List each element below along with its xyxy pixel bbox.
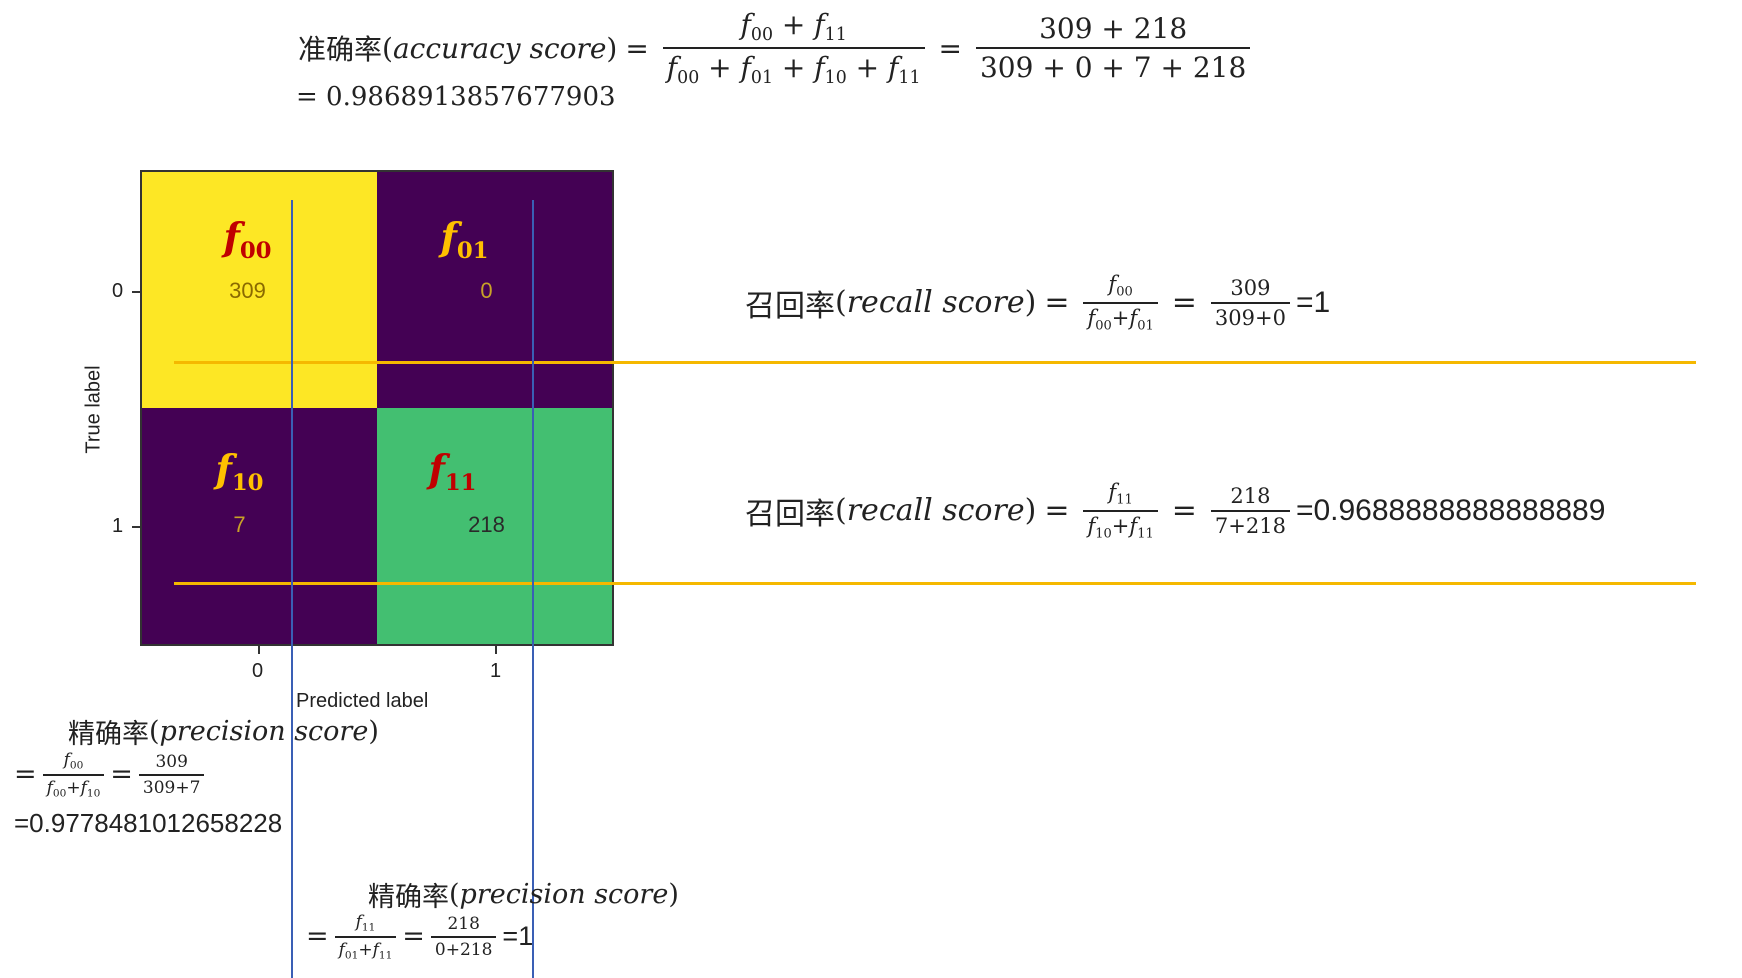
precision-0-formula: = f00 f00+f10 = 309 309+7 [14,750,210,799]
recall-0-label-cn: 召回率 [745,288,835,324]
precision-0-result: =0.9778481012658228 [14,808,283,838]
recall-1-value-denominator: 7+218 [1210,509,1290,538]
cell-01-value: 0 [480,278,493,303]
accuracy-label-cn: 准确率 [298,33,383,67]
recall-1-formula: 召回率 (recall score) = f11 f10+f11 = 218 7… [745,480,1606,542]
recall-0-symbolic-fraction: f00 f00+f01 [1083,272,1158,333]
row-0-guide-line [174,361,1696,364]
accuracy-value-denominator: 309 + 0 + 7 + 218 [975,47,1251,84]
accuracy-value-fraction: 309 + 218 309 + 0 + 7 + 218 [975,12,1251,84]
x-tick-label-0: 0 [252,660,264,682]
precision-1-value-denominator: 0+218 [430,935,497,960]
accuracy-formula: 准确率 (accuracy score) = f00 + f11 f00 + f… [298,8,1256,88]
accuracy-result: = 0.9868913857677903 [296,82,616,112]
y-tick-label-0: 0 [112,280,124,302]
recall-0-value-numerator: 309 [1230,275,1271,300]
cell-00-label: f00 [223,214,272,264]
cell-11-value: 218 [468,512,505,537]
x-tick-mark-1 [495,646,497,654]
cell-00-value: 309 [229,278,266,303]
y-tick-mark-0 [132,291,140,293]
precision-0-value-numerator: 309 [155,751,188,772]
recall-1-label-cn: 召回率 [745,496,835,532]
recall-1-result: =0.9688888888888889 [1295,493,1606,527]
cell-11: f11 218 [377,408,612,644]
precision-1-value-fraction: 218 0+218 [430,913,497,960]
recall-0-value-denominator: 309+0 [1210,301,1290,330]
precision-0-value-denominator: 309+7 [138,773,205,798]
recall-0-formula: 召回率 (recall score) = f00 f00+f01 = 309 3… [745,272,1331,334]
y-axis-label: True label [82,365,105,454]
y-tick-mark-1 [132,526,140,528]
x-tick-label-1: 1 [490,660,502,682]
row-1-guide-line [174,582,1696,585]
recall-1-symbolic-fraction: f11 f10+f11 [1083,480,1158,541]
accuracy-symbolic-fraction: f00 + f11 f00 + f01 + f10 + f11 [662,8,925,88]
col-0-guide-line [291,200,293,978]
cell-11-label: f11 [428,446,477,496]
accuracy-label-en: accuracy score [392,31,607,65]
recall-1-label-en: recall score [846,493,1025,529]
accuracy-value-numerator: 309 + 218 [1039,12,1188,46]
col-1-guide-line [532,200,534,978]
confusion-matrix: f00 309 f01 0 f10 7 f11 218 [140,170,614,646]
recall-0-value-fraction: 309 309+0 [1210,275,1290,330]
y-tick-label-1: 1 [112,515,124,537]
precision-0-title: 精确率 (precision score) [68,712,379,751]
precision-1-title: 精确率 (precision score) [368,875,679,914]
precision-1-value-numerator: 218 [447,913,480,934]
precision-0-label-cn: 精确率 [68,719,149,750]
precision-1-symbolic-fraction: f11 f01+f11 [334,912,397,961]
cell-10: f10 7 [142,408,377,644]
cell-00: f00 309 [142,172,377,408]
precision-0-symbolic-fraction: f00 f00+f10 [42,750,105,799]
x-axis-label: Predicted label [296,690,429,712]
precision-0-label-en: precision score [159,716,369,747]
precision-0-value-fraction: 309 309+7 [138,751,205,798]
recall-0-label-en: recall score [846,285,1025,321]
recall-0-result: =1 [1295,285,1331,319]
precision-1-label-cn: 精确率 [368,882,449,913]
precision-1-formula: = f11 f01+f11 = 218 0+218 =1 [306,912,534,962]
recall-1-value-fraction: 218 7+218 [1210,483,1290,538]
cell-10-value: 7 [233,512,246,537]
cell-10-label: f10 [215,446,264,496]
cell-01-label: f01 [440,214,489,264]
precision-1-label-en: precision score [459,879,669,910]
cell-01: f01 0 [377,172,612,408]
precision-1-result: =1 [502,921,534,952]
recall-1-value-numerator: 218 [1230,483,1271,508]
x-tick-mark-0 [258,646,260,654]
